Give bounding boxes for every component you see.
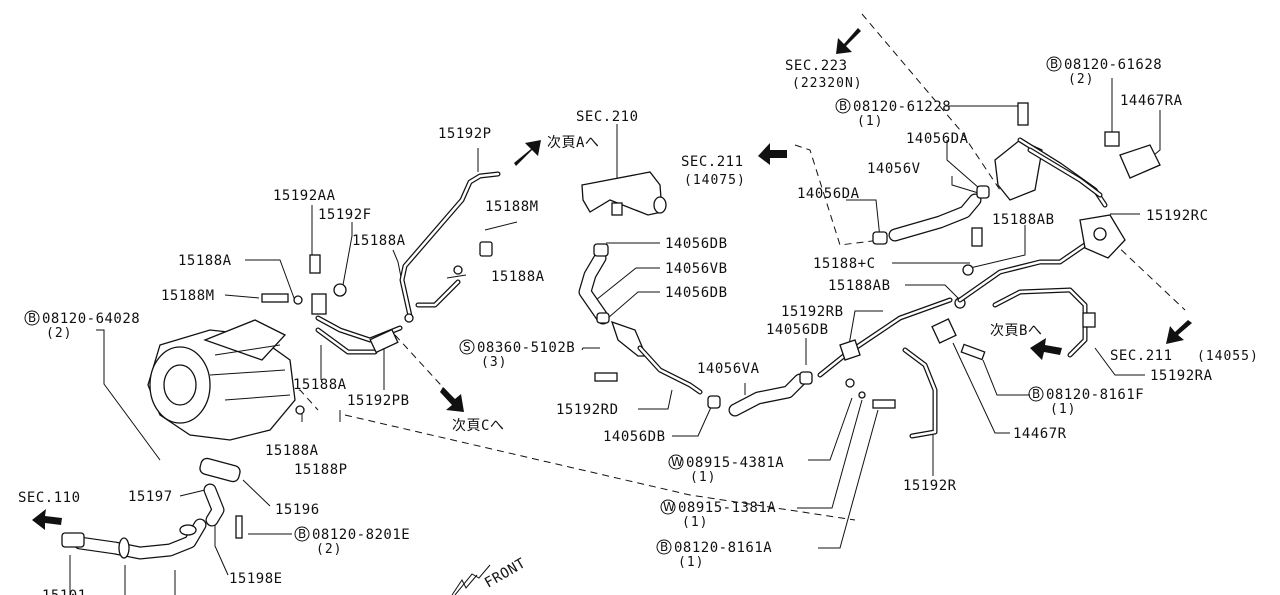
bolt-mark-icon [1046,56,1062,72]
part-label-14056VA: 14056VA [697,361,760,377]
bolt-mark: B [28,311,36,325]
part-label-15198E: 15198E [229,571,283,587]
section-label-sec211-a: SEC.211 [681,154,744,170]
actuator-bracket-drawing [994,102,1161,259]
section-label-sec223: SEC.223 [785,58,848,74]
section-sub-sec211-a: (14075) [684,173,746,188]
part-label-15192P: 15192P [438,126,492,142]
ref-label-next-page-b: 次頁Bへ [990,323,1042,339]
washer-mark: W [671,455,683,469]
arrow-icon [1030,338,1062,360]
bolt-mark: B [1050,57,1058,71]
qty-08120-8201E: (2) [316,542,342,557]
section-label-sec110: SEC.110 [18,490,81,506]
part-label-15188A-4: 15188A [293,377,347,393]
part-label-15192R: 15192R [903,478,957,494]
part-label-15197: 15197 [128,489,173,505]
qty-08915-1381A: (1) [682,515,708,530]
part-label-15192RD: 15192RD [556,402,619,418]
washer-mark-icon [660,499,676,515]
part-label-14056VB: 14056VB [665,261,728,277]
section-label-sec211-b: SEC.211 [1110,348,1173,364]
section-sub-sec211-b: (14055) [1197,349,1259,364]
part-label-14056DB-1: 14056DB [665,236,728,252]
bolt-mark: B [839,99,847,113]
arrow-icon [514,140,541,166]
part-label-15188A-2: 15188A [178,253,232,269]
arrow-icon [1166,320,1192,344]
washer-mark-icon [668,454,684,470]
arrow-icon [32,509,62,530]
part-label-14056DB-3: 14056DB [603,429,666,445]
bolt-mark-icon [294,526,310,542]
qty-08120-61628: (2) [1068,72,1094,87]
qty-08120-61228: (1) [857,114,883,129]
part-label-15192RB: 15192RB [781,304,844,320]
bolt-mark-icon [835,98,851,114]
qty-08915-4381A: (1) [690,470,716,485]
part-label-14056DA-2: 14056DA [906,131,969,147]
part-label-14056V: 14056V [867,161,921,177]
part-label-15101: 15101 [42,588,87,595]
arrow-layer [32,28,1192,595]
arrow-icon [836,28,861,54]
arrow-icon [758,143,787,165]
part-label-08360-5102B: 08360-5102B [477,340,575,356]
bolt-mark: B [298,527,306,541]
part-label-08915-4381A: 08915-4381A [686,455,784,471]
washer-mark: W [663,500,675,514]
part-label-14467RA: 14467RA [1120,93,1183,109]
ref-label-next-page-c: 次頁Cへ [452,418,504,434]
part-label-08120-64028: 08120-64028 [42,311,140,327]
part-label-15188A-1: 15188A [352,233,406,249]
arrow-icon [440,387,464,412]
part-label-15192F: 15192F [318,207,372,223]
labels-layer: 15192P 次頁Aへ SEC.210 15188M 15192AA 15192… [18,56,1259,595]
part-label-15188A-5: 15188A [265,443,319,459]
ref-label-next-page-a: 次頁Aへ [547,135,599,151]
part-label-15192AA: 15192AA [273,188,336,204]
drawing-layer [61,13,1186,595]
part-label-08120-8161F: 08120-8161F [1046,387,1144,403]
part-label-15192PB: 15192PB [347,393,410,409]
turbocharger-drawing [147,319,296,441]
bolt-mark: B [660,540,668,554]
front-arrow-icon [451,564,491,595]
bolt-mark: B [1032,387,1040,401]
part-label-15192RC: 15192RC [1146,208,1209,224]
part-label-15188AB-2: 15188AB [828,278,891,294]
part-label-15188M-top: 15188M [485,199,539,215]
bolt-mark-icon [24,310,40,326]
part-label-15188AB-1: 15188AB [992,212,1055,228]
part-label-14056DB-4: 14056DB [766,322,829,338]
qty-08360-5102B: (3) [481,355,507,370]
part-label-15192RA: 15192RA [1150,368,1213,384]
part-label-15188A-3: 15188A [491,269,545,285]
part-label-08120-8161A: 08120-8161A [674,540,772,556]
front-label: FRONT [482,555,529,591]
part-label-15196: 15196 [275,502,320,518]
part-label-14056DA-1: 14056DA [797,186,860,202]
part-label-15188C: 15188+C [813,256,876,272]
qty-08120-8161F: (1) [1050,402,1076,417]
part-label-08915-1381A: 08915-1381A [678,500,776,516]
section-sub-sec223: (22320N) [792,76,863,91]
part-label-08120-61628: 08120-61628 [1064,57,1162,73]
bolt-mark-icon [1028,386,1044,402]
qty-08120-8161A: (1) [678,555,704,570]
qty-08120-64028: (2) [46,326,72,341]
screw-mark: S [463,340,471,354]
part-label-14056DB-2: 14056DB [665,285,728,301]
bolt-mark-icon [656,539,672,555]
part-label-08120-61228: 08120-61228 [853,99,951,115]
screw-mark-icon [459,339,475,355]
part-label-08120-8201E: 08120-8201E [312,527,410,543]
section-label-sec210: SEC.210 [576,109,639,125]
part-label-14467R: 14467R [1013,426,1067,442]
part-label-15188M-left: 15188M [161,288,215,304]
part-label-15188P: 15188P [294,462,348,478]
